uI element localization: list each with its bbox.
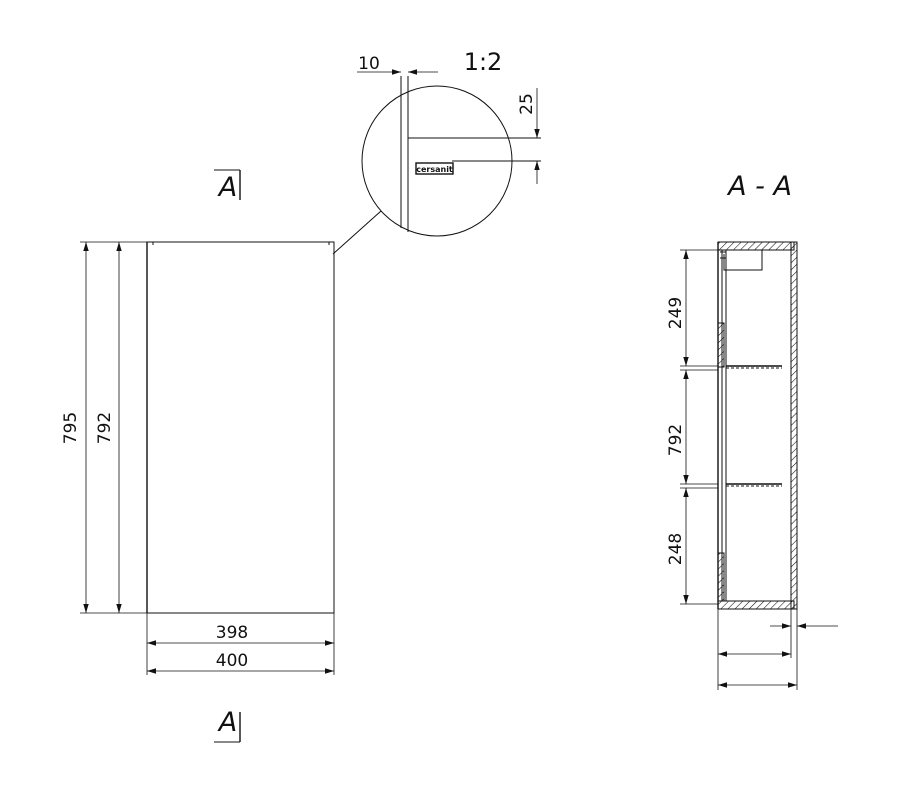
section-title: A - A <box>726 171 792 202</box>
logo-plate <box>415 162 454 175</box>
detail-dim-10: 10 <box>358 54 380 74</box>
section-dim-248: 248 <box>666 533 686 565</box>
section-mark-bottom: A <box>217 707 237 738</box>
front-dim-795: 795 <box>61 412 81 444</box>
cabinet-front <box>146 241 335 614</box>
detail-dim-25: 25 <box>517 93 537 115</box>
detail-scale: 1:2 <box>464 48 503 76</box>
section-mark-top: A <box>217 172 237 203</box>
section-back-panel <box>790 241 798 610</box>
logo-text: cersanit <box>416 165 453 174</box>
front-dim-400: 400 <box>216 651 248 671</box>
detail-leader-line <box>332 210 382 255</box>
section-top-panel <box>717 241 795 251</box>
section-dim-249: 249 <box>666 297 686 329</box>
front-view: A A 795 792 398 400 <box>61 169 335 743</box>
section-view: A - A 249 792 <box>666 171 838 690</box>
section-dim-792: 792 <box>666 424 686 456</box>
detail-view: cersanit 10 1:2 25 <box>332 48 541 255</box>
front-dim-398: 398 <box>216 623 248 643</box>
section-bottom-panel <box>717 600 795 610</box>
front-dim-792: 792 <box>95 412 115 444</box>
